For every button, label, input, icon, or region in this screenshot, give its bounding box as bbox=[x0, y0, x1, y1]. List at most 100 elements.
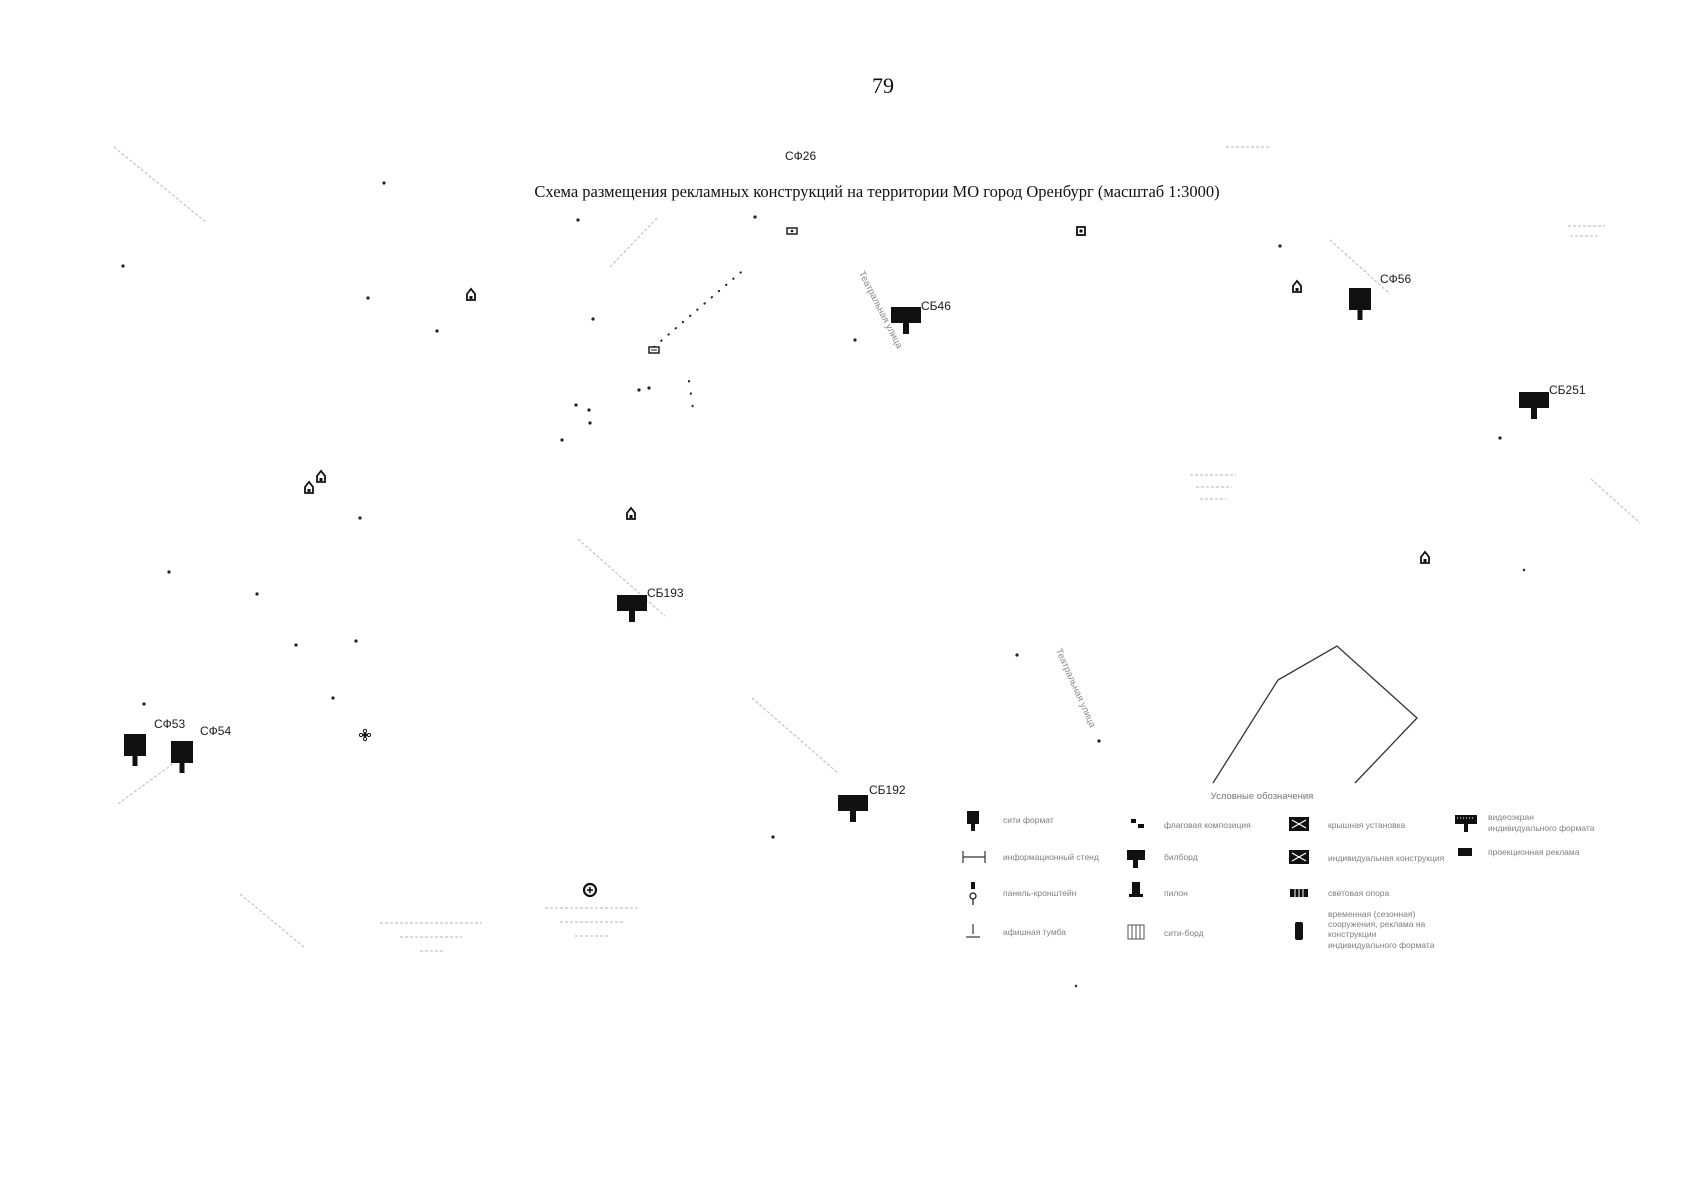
legend-label: сити формат bbox=[1003, 815, 1054, 825]
map-dot bbox=[753, 215, 757, 219]
sign-label-sb251: СБ251 bbox=[1549, 383, 1586, 397]
legend-label: проекционная реклама bbox=[1488, 847, 1580, 857]
map-dot bbox=[574, 403, 578, 407]
building-marker-icon bbox=[1292, 279, 1302, 293]
info-stand-icon bbox=[962, 851, 986, 863]
map-dot bbox=[771, 835, 775, 839]
map-dot bbox=[560, 438, 564, 442]
bracket-panel-icon bbox=[969, 882, 977, 905]
billboard-sign-icon bbox=[617, 595, 647, 622]
legend-label: временная (сезонная) bbox=[1328, 909, 1415, 919]
illegible-label bbox=[1329, 239, 1391, 295]
legend-label: световая опора bbox=[1328, 888, 1390, 898]
city-format-sign-icon bbox=[124, 734, 146, 766]
map-dot bbox=[294, 643, 298, 647]
seasonal-structure-icon bbox=[1295, 922, 1303, 940]
illegible-label bbox=[751, 697, 840, 775]
sign-label-sf26: СФ26 bbox=[785, 149, 816, 163]
city-format-sign-icon bbox=[1349, 288, 1371, 320]
illegible-label bbox=[113, 146, 208, 224]
sign-label-sb192: СБ192 bbox=[869, 783, 906, 797]
sign-label-sf56: СФ56 bbox=[1380, 272, 1411, 286]
map-dot bbox=[588, 421, 592, 425]
small-object-icon bbox=[786, 227, 798, 235]
map-dot bbox=[1015, 653, 1019, 657]
legend-label: индивидуальная конструкция bbox=[1328, 853, 1445, 863]
illegible-label bbox=[577, 538, 666, 617]
pylon-icon bbox=[1129, 882, 1143, 897]
billboard-sign-icon bbox=[838, 795, 868, 822]
legend-label: видеоэкран bbox=[1488, 812, 1534, 822]
map-dot bbox=[576, 218, 580, 222]
illegible-label bbox=[609, 217, 658, 268]
video-screen-icon bbox=[1455, 815, 1477, 832]
illegible-label bbox=[117, 762, 175, 805]
map-dot bbox=[255, 592, 259, 596]
legend-label: крышная установка bbox=[1328, 820, 1406, 830]
map-dot bbox=[591, 317, 595, 321]
legend-label: билборд bbox=[1164, 852, 1198, 862]
map-dots bbox=[121, 181, 1526, 988]
illegible-label bbox=[239, 893, 306, 949]
map-dot bbox=[358, 516, 362, 520]
legend-label: сити-борд bbox=[1164, 928, 1204, 938]
dotted-path-line bbox=[688, 380, 695, 417]
roof-installation-icon bbox=[1289, 817, 1309, 831]
legend-label: конструкции bbox=[1328, 929, 1377, 939]
map-dot bbox=[1278, 244, 1282, 248]
sign-label-sf53: СФ53 bbox=[154, 717, 185, 731]
light-pole-icon bbox=[1290, 889, 1308, 897]
legend-label: информационный стенд bbox=[1003, 852, 1099, 862]
street-label-teatralnaya-south: Театральная улица bbox=[1053, 647, 1098, 730]
map-dot bbox=[853, 338, 857, 342]
territory-outline bbox=[1212, 645, 1418, 784]
city-format-icon bbox=[967, 811, 979, 831]
flag-composition-icon bbox=[1131, 819, 1144, 828]
billboard-sign-icon bbox=[1519, 392, 1549, 419]
legend-label: индивидуального формата bbox=[1328, 940, 1435, 950]
small-object-icon bbox=[648, 346, 660, 354]
map-dot bbox=[587, 408, 591, 412]
map-dot bbox=[382, 181, 386, 185]
illegible-street-labels bbox=[113, 146, 1641, 952]
sign-label-sf54: СФ54 bbox=[200, 724, 231, 738]
legend-label: флаговая композиция bbox=[1164, 820, 1251, 830]
map-title: Схема размещения рекламных конструкций н… bbox=[534, 182, 1219, 201]
legend-label: панель-кронштейн bbox=[1003, 888, 1077, 898]
map-dot bbox=[121, 264, 125, 268]
legend-title: Условные обозначения bbox=[1211, 791, 1314, 802]
map-dot bbox=[647, 386, 651, 390]
billboard-icon bbox=[1127, 850, 1145, 868]
legend-label: пилон bbox=[1164, 888, 1188, 898]
map-dot bbox=[366, 296, 370, 300]
city-board-icon bbox=[1127, 924, 1145, 940]
poster-column-icon bbox=[966, 924, 980, 938]
flower-marker-icon bbox=[358, 728, 372, 742]
billboard-sign-icon bbox=[891, 307, 921, 334]
legend-label: индивидуального формата bbox=[1488, 823, 1595, 833]
map-dot bbox=[637, 388, 641, 392]
map-dot bbox=[142, 702, 146, 706]
map-dot bbox=[167, 570, 171, 574]
dotted-path-line bbox=[653, 266, 748, 348]
sign-label-sb46: СБ46 bbox=[921, 299, 951, 313]
map-dot bbox=[331, 696, 335, 700]
framed-marker-icon bbox=[1076, 226, 1086, 236]
projection-ad-icon bbox=[1458, 848, 1472, 856]
custom-structure-icon bbox=[1289, 850, 1309, 864]
building-marker-icon bbox=[316, 469, 326, 483]
map-dot bbox=[435, 329, 439, 333]
building-marker-icon bbox=[626, 506, 636, 520]
sign-label-sb193: СБ193 bbox=[647, 586, 684, 600]
map-dot bbox=[1074, 984, 1078, 988]
map-legend: Условные обозначения сити формат информа… bbox=[962, 791, 1595, 950]
legend-label: сооружения, реклама на bbox=[1328, 919, 1426, 929]
map-dot bbox=[1522, 568, 1526, 572]
building-marker-icon bbox=[466, 287, 476, 301]
building-marker-icon bbox=[304, 480, 314, 494]
map-dot bbox=[1097, 739, 1101, 743]
hospital-cross-icon bbox=[582, 882, 598, 898]
legend-label: афишная тумба bbox=[1003, 927, 1066, 937]
illegible-label bbox=[1590, 478, 1641, 524]
